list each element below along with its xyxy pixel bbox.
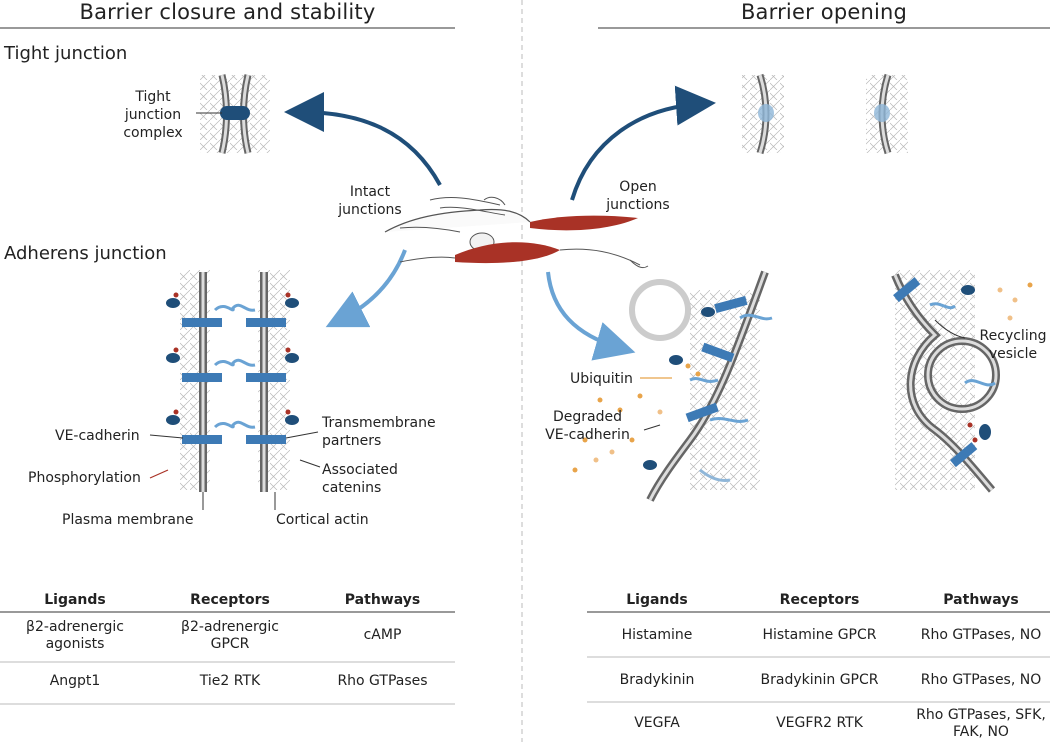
right-table-cell: Bradykinin (619, 672, 695, 688)
tight-junction-title: Tight junction (4, 43, 128, 64)
plasma-membrane-label: Plasma membrane (62, 512, 194, 528)
degradation-graphic (572, 270, 773, 502)
arrow-to-open-tight-junction (570, 85, 716, 201)
right-table-cell: VEGFR2 RTK (776, 715, 863, 731)
adherens-junction-graphic (149, 270, 321, 510)
arrow-to-tight-junction (284, 92, 442, 186)
cortical-actin-label: Cortical actin (276, 512, 369, 528)
left-table-cell: cAMP (363, 627, 402, 643)
left-table-cell: Angpt1 (49, 673, 101, 689)
open-junctions-label: Open junctions (606, 179, 670, 213)
right-table-cell: Bradykinin GPCR (760, 672, 879, 688)
tight-junction-complex-label: Tight junction complex (123, 89, 183, 141)
left-header: Barrier closure and stability (79, 0, 376, 24)
left-table-cell: Rho GTPases (337, 673, 428, 689)
arrow-to-degradation (546, 271, 636, 361)
right-table-header-pathways: Pathways (943, 592, 1019, 608)
left-table-header-ligands: Ligands (44, 592, 106, 608)
transmembrane-partners-label: Transmembrane partners (322, 415, 436, 449)
adherens-junction-title: Adherens junction (4, 243, 167, 264)
arrow-to-adherens (325, 249, 407, 328)
right-table-cell: Histamine (621, 627, 693, 643)
recycling-vesicle-label: Recycling vesicle (979, 328, 1047, 362)
intact-junctions-label: Intact junctions (338, 184, 402, 218)
degraded-ve-cadherin-label: Degraded VE-cadherin (545, 409, 630, 443)
right-table-header-receptors: Receptors (779, 592, 860, 608)
tight-junction-graphic (196, 74, 270, 154)
recycling-graphic (891, 270, 1033, 493)
right-table-cell: Rho GTPases, SFK, FAK, NO (916, 707, 1046, 740)
ve-cadherin-label: VE-cadherin (55, 428, 140, 444)
right-table-cell: Histamine GPCR (762, 627, 877, 643)
phosphorylation-label: Phosphorylation (28, 470, 141, 486)
center-cells-graphic (384, 196, 649, 269)
right-table-header-ligands: Ligands (626, 592, 688, 608)
ubiquitin-label: Ubiquitin (570, 371, 633, 387)
left-table-cell: β2-adrenergic GPCR (181, 619, 279, 652)
right-table-cell: Rho GTPases, NO (920, 672, 1042, 688)
left-table-cell: Tie2 RTK (199, 673, 261, 689)
right-header: Barrier opening (740, 0, 908, 24)
left-table-header-pathways: Pathways (344, 592, 421, 608)
left-table-cell: β2-adrenergic agonists (26, 619, 124, 652)
right-table-cell: Rho GTPases, NO (920, 627, 1042, 643)
left-table-header-receptors: Receptors (190, 592, 270, 608)
open-tight-junction-graphic (742, 73, 908, 155)
right-table-cell: VEGFA (634, 715, 680, 731)
associated-catenins-label: Associated catenins (322, 462, 398, 496)
